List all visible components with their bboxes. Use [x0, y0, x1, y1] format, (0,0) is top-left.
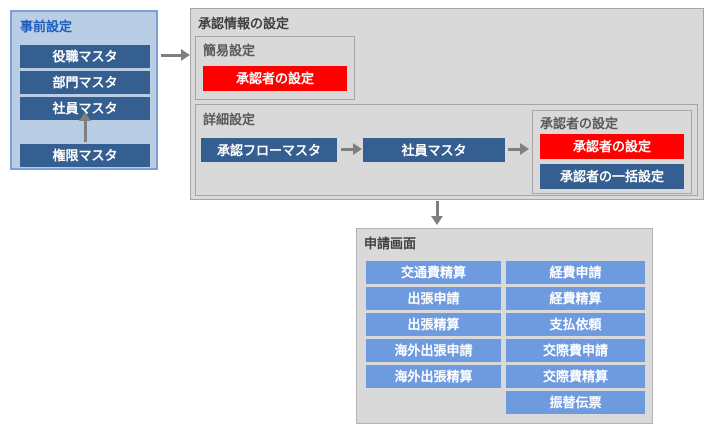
approver-settings-box: 承認者の設定 承認者の設定 承認者の一括設定 [532, 110, 692, 194]
overseas-trip-request-button[interactable]: 海外出張申請 [366, 339, 501, 362]
simple-settings-box: 簡易設定 承認者の設定 [195, 36, 355, 100]
presetup-title: 事前設定 [20, 19, 73, 34]
transfer-slip-button[interactable]: 振替伝票 [506, 391, 645, 414]
application-screens-title: 申請画面 [364, 236, 417, 251]
detail-settings-title: 詳細設定 [203, 112, 256, 127]
department-master-button[interactable]: 部門マスタ [20, 71, 150, 94]
application-screens-group-box: 申請画面 交通費精算 出張申請 出張精算 海外出張申請 海外出張精算 経費申請 … [356, 228, 653, 424]
approval-flow-master-button[interactable]: 承認フローマスタ [201, 138, 337, 162]
role-master-button[interactable]: 役職マスタ [20, 45, 150, 68]
transport-expense-settlement-button[interactable]: 交通費精算 [366, 261, 501, 284]
approver-settings-title: 承認者の設定 [540, 116, 619, 131]
business-trip-settlement-button[interactable]: 出張精算 [366, 313, 501, 336]
approval-settings-title: 承認情報の設定 [198, 16, 290, 31]
simple-approver-setting-button[interactable]: 承認者の設定 [203, 66, 347, 91]
approver-bulk-setting-button[interactable]: 承認者の一括設定 [540, 164, 684, 189]
permission-master-button[interactable]: 権限マスタ [20, 144, 150, 167]
payment-request-button[interactable]: 支払依頼 [506, 313, 645, 336]
expense-settlement-button[interactable]: 経費精算 [506, 287, 645, 310]
entertainment-expense-request-button[interactable]: 交際費申請 [506, 339, 645, 362]
entertainment-expense-settlement-button[interactable]: 交際費精算 [506, 365, 645, 388]
approver-setting-button[interactable]: 承認者の設定 [540, 134, 684, 159]
employee-master-detail-button[interactable]: 社員マスタ [363, 138, 505, 162]
simple-settings-title: 簡易設定 [203, 43, 256, 58]
business-trip-request-button[interactable]: 出張申請 [366, 287, 501, 310]
expense-request-button[interactable]: 経費申請 [506, 261, 645, 284]
presetup-group-box: 事前設定 役職マスタ 部門マスタ 社員マスタ 権限マスタ [10, 10, 158, 170]
overseas-trip-settlement-button[interactable]: 海外出張精算 [366, 365, 501, 388]
employee-master-button[interactable]: 社員マスタ [20, 97, 150, 120]
